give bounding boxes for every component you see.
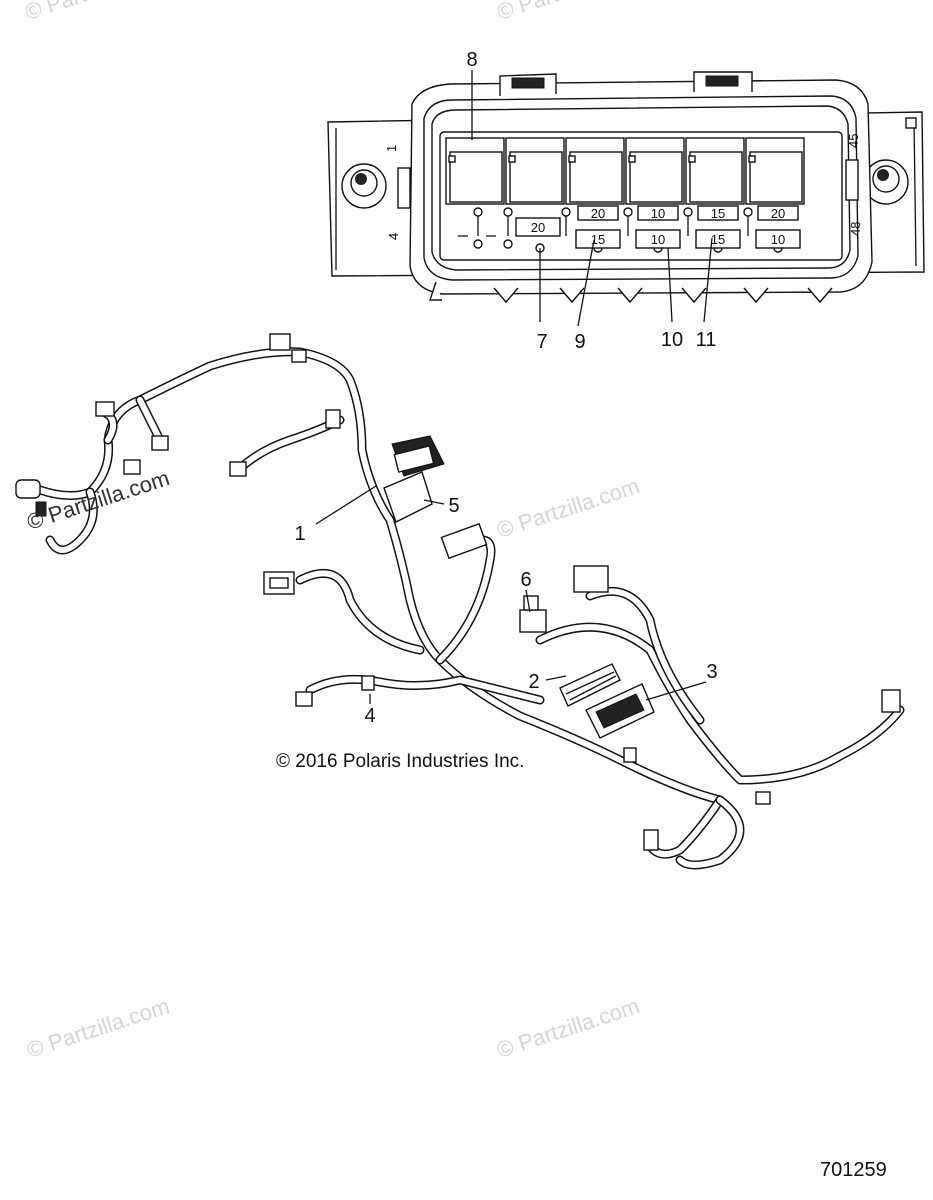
harness-connectors xyxy=(15,333,901,851)
harness-leaders xyxy=(315,485,707,704)
fuse-box-assembly: 20 10 15 20 20 15 10 15 10 1 4 45 48 xyxy=(327,71,925,304)
callout-11: 11 xyxy=(696,329,717,351)
fuse-label-lower-1: 20 xyxy=(531,220,545,235)
relays xyxy=(445,137,805,205)
callout-8: 8 xyxy=(466,49,477,71)
fusebox-position-48: 48 xyxy=(848,222,863,236)
callout-9: 9 xyxy=(574,331,585,353)
callout-3: 3 xyxy=(706,661,717,683)
fusebox-position-4: 4 xyxy=(386,233,401,240)
watermark-bottom-right: © Partzilla.com xyxy=(494,993,643,1063)
callout-6: 6 xyxy=(520,569,531,591)
fuses-lower-row: 20 15 10 15 10 xyxy=(515,217,801,249)
fusebox-position-45: 45 xyxy=(846,134,861,148)
fuses-upper-row: 20 10 15 20 xyxy=(577,205,799,221)
callout-10: 10 xyxy=(661,329,683,351)
fuse-label-lower-4: 15 xyxy=(711,232,725,247)
callout-5: 5 xyxy=(448,495,459,517)
fuse-holder-3 xyxy=(585,683,655,739)
callout-labels: 8 7 9 10 11 1 5 6 2 3 4 xyxy=(294,49,717,727)
copyright-notice: © 2016 Polaris Industries Inc. xyxy=(276,751,524,772)
watermark-top-center: © Partzilla.com xyxy=(494,0,643,25)
callout-2: 2 xyxy=(528,671,539,693)
wiring-harness xyxy=(15,333,905,870)
relay-part-2 xyxy=(559,663,621,707)
fuse-label-upper-2: 10 xyxy=(651,206,665,221)
callout-4: 4 xyxy=(364,705,375,727)
grommet-connector-5 xyxy=(383,435,445,523)
fuse-label-upper-3: 15 xyxy=(711,206,725,221)
watermark-bottom-left: © Partzilla.com xyxy=(24,993,173,1063)
callout-1: 1 xyxy=(294,523,305,545)
watermark-middle: © Partzilla.com xyxy=(494,473,643,543)
fuse-label-lower-3: 10 xyxy=(651,232,665,247)
callout-7: 7 xyxy=(536,331,547,353)
fuse-label-upper-1: 20 xyxy=(591,206,605,221)
fuse-label-upper-4: 20 xyxy=(771,206,785,221)
fuse-box-leaders xyxy=(471,70,713,327)
fuse-label-lower-2: 15 xyxy=(591,232,605,247)
fusebox-position-1: 1 xyxy=(384,145,399,152)
document-number: 701259 xyxy=(820,1159,887,1181)
fuse-label-lower-5: 10 xyxy=(771,232,785,247)
watermark-top-left: © Partzilla.com xyxy=(22,0,171,25)
